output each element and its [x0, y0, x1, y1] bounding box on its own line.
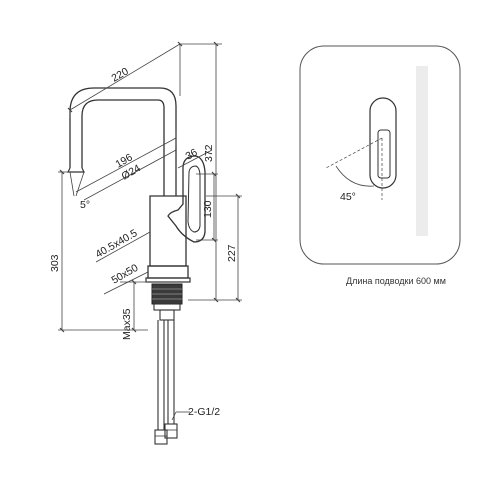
base-plate [147, 265, 189, 279]
dim-base-section: 40.5x40.5 [94, 227, 140, 261]
dim-spout-tip-angle: 5° [80, 199, 90, 211]
handle-inner [187, 165, 201, 233]
detail-handle-inner [377, 129, 391, 179]
dim-spout-reach: 220 [110, 65, 131, 84]
dim-body-height: 227 [226, 244, 238, 262]
faucet-handle [167, 155, 206, 243]
mounting-washer [153, 303, 181, 311]
dim-spout-height: 303 [49, 254, 61, 272]
base-ring [145, 277, 191, 283]
dim-lower-base: 50x50 [110, 262, 141, 287]
supply-hose-left [157, 320, 165, 430]
spout-pipe-inner [81, 99, 165, 196]
mounting-stud [159, 309, 175, 321]
detail-rotation-angle: 45° [340, 191, 356, 203]
detail-hose-length-note: Длина подводки 600 мм [346, 276, 446, 286]
hose-fitting-right [164, 423, 178, 439]
supply-hose-right [167, 320, 175, 424]
spout-tip [67, 167, 85, 173]
dim-handle-depth: 36 [184, 146, 200, 162]
hose-fitting-left [154, 429, 168, 445]
dim-connection: 2-G1/2 [188, 406, 220, 418]
spout-pipe [69, 87, 177, 196]
dim-handle-height: 130 [202, 200, 214, 218]
detail-handle-outer [369, 97, 397, 189]
dim-max-thickness: Max35 [121, 308, 133, 340]
dim-total-height: 372 [203, 144, 215, 162]
detail-angle-arc [335, 165, 375, 187]
detail-reference-strip [416, 66, 428, 236]
detail-panel [299, 45, 461, 265]
